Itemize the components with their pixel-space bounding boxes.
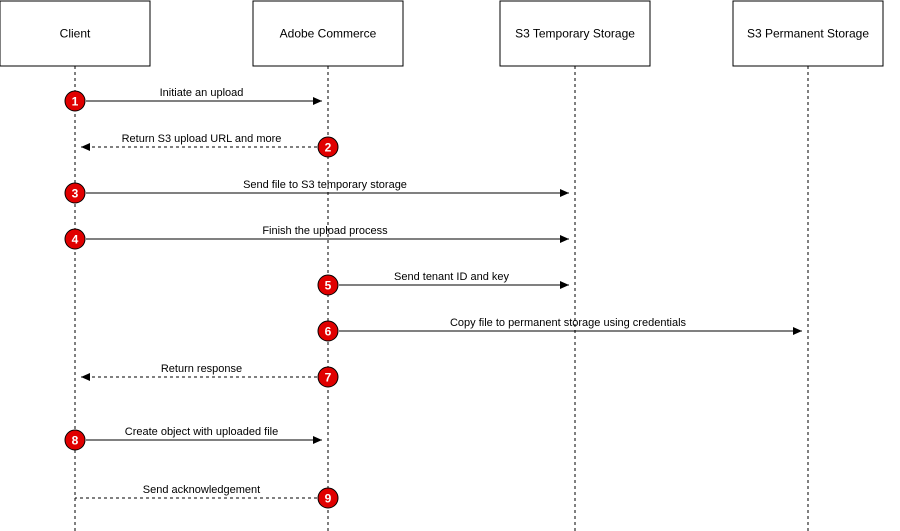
message-8: Create object with uploaded file 8 [64, 426, 322, 451]
step-number: 5 [325, 279, 332, 293]
actor-box [499, 0, 651, 67]
message-label: Send tenant ID and key [394, 271, 509, 283]
step-number: 4 [72, 233, 79, 247]
message-label: Copy file to permanent storage using cre… [450, 317, 687, 329]
step-badge-circle [317, 366, 339, 388]
step-number: 8 [72, 434, 79, 448]
message-label: Create object with uploaded file [125, 426, 278, 438]
step-badge-circle [64, 429, 86, 451]
message-4: Finish the upload process 4 [64, 225, 569, 250]
step-badge-circle [317, 136, 339, 158]
actor-label: Client [60, 27, 91, 41]
step-number: 6 [325, 325, 332, 339]
actor-label: Adobe Commerce [280, 27, 377, 41]
step-number: 9 [325, 492, 332, 506]
actor-commerce: Adobe Commerce [252, 0, 404, 67]
actor-box [732, 0, 884, 67]
step-badge: 1 [64, 90, 86, 112]
message-3: Send file to S3 temporary storage 3 [64, 179, 569, 204]
message-label: Return S3 upload URL and more [122, 133, 282, 145]
actor-label: S3 Permanent Storage [747, 27, 869, 41]
message-2: Return S3 upload URL and more 2 [81, 133, 339, 158]
step-badge-circle [64, 90, 86, 112]
actor-client: Client [0, 0, 151, 67]
step-badge-circle [64, 228, 86, 250]
step-badge: 9 [317, 487, 339, 509]
step-number: 3 [72, 187, 79, 201]
actor-s3temp: S3 Temporary Storage [499, 0, 651, 67]
step-badge: 2 [317, 136, 339, 158]
message-7: Return response 7 [81, 363, 339, 388]
step-badge: 4 [64, 228, 86, 250]
step-badge: 6 [317, 320, 339, 342]
message-label: Initiate an upload [160, 87, 244, 99]
actor-box [252, 0, 404, 67]
step-badge: 7 [317, 366, 339, 388]
message-label: Send file to S3 temporary storage [243, 179, 407, 191]
message-9: Send acknowledgement 9 [75, 484, 339, 509]
step-badge: 8 [64, 429, 86, 451]
step-number: 7 [325, 371, 332, 385]
message-label: Finish the upload process [262, 225, 388, 237]
actor-label: S3 Temporary Storage [515, 27, 635, 41]
message-label: Return response [161, 363, 242, 375]
step-badge: 5 [317, 274, 339, 296]
step-badge-circle [64, 182, 86, 204]
step-badge-circle [317, 274, 339, 296]
message-1: Initiate an upload 1 [64, 87, 322, 112]
actor-box [0, 0, 151, 67]
step-badge-circle [317, 487, 339, 509]
message-label: Send acknowledgement [143, 484, 260, 496]
actor-s3perm: S3 Permanent Storage [732, 0, 884, 67]
step-number: 2 [325, 141, 332, 155]
step-number: 1 [72, 95, 79, 109]
step-badge: 3 [64, 182, 86, 204]
message-5: Send tenant ID and key 5 [317, 271, 569, 296]
message-6: Copy file to permanent storage using cre… [317, 317, 802, 342]
step-badge-circle [317, 320, 339, 342]
